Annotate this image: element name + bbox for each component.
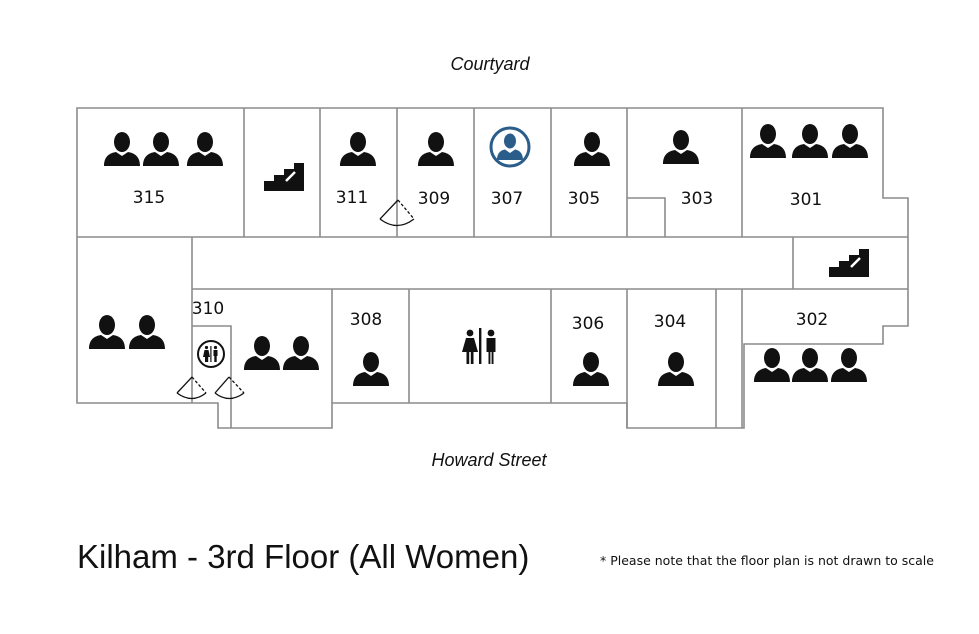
restroom-icon: [197, 340, 225, 368]
person-icon: [143, 132, 179, 166]
room-304-label: 304: [654, 312, 686, 332]
room-309-label: 309: [418, 189, 450, 209]
stairs-icon: [264, 163, 304, 191]
door-swing-icon: [379, 199, 415, 227]
person-icon: [187, 132, 223, 166]
person-icon: [353, 352, 389, 386]
person-icon: [792, 348, 828, 382]
room-labels: 315 311 309 307 305 303 301 310 308 306 …: [133, 188, 828, 334]
person-icon: [663, 130, 699, 164]
room-303-label: 303: [681, 189, 713, 209]
person-icon: [754, 348, 790, 382]
person-icon: [244, 336, 280, 370]
person-icon: [418, 132, 454, 166]
courtyard-label: Courtyard: [450, 54, 530, 74]
person-icon: [658, 352, 694, 386]
room-306-label: 306: [572, 314, 604, 334]
person-icon: [340, 132, 376, 166]
room-302-label: 302: [796, 310, 828, 330]
person-icon: [129, 315, 165, 349]
person-icon: [574, 132, 610, 166]
person-icon: [831, 348, 867, 382]
person-icon: [750, 124, 786, 158]
person-icon: [89, 315, 125, 349]
room-305-label: 305: [568, 189, 600, 209]
person-icon: [792, 124, 828, 158]
restroom-icon: [462, 328, 496, 364]
person-icon: [283, 336, 319, 370]
room-307-label: 307: [491, 189, 523, 209]
person-icon: [832, 124, 868, 158]
page-title: Kilham - 3rd Floor (All Women): [77, 538, 530, 575]
scale-note: * Please note that the floor plan is not…: [600, 553, 934, 568]
interior-walls: [77, 108, 908, 428]
room-308-label: 308: [350, 310, 382, 330]
person-highlighted-icon: [489, 126, 531, 168]
room-301-label: 301: [790, 190, 822, 210]
door-swing-icon: [214, 376, 245, 400]
door-swing-icon: [176, 376, 207, 400]
room-310-label: 310: [192, 299, 224, 319]
building-outline: [76, 107, 909, 429]
room-315-label: 315: [133, 188, 165, 208]
person-icon: [104, 132, 140, 166]
room-311-label: 311: [336, 188, 368, 208]
person-icon: [573, 352, 609, 386]
stairs-icon: [829, 249, 869, 277]
howard-street-label: Howard Street: [431, 450, 547, 470]
